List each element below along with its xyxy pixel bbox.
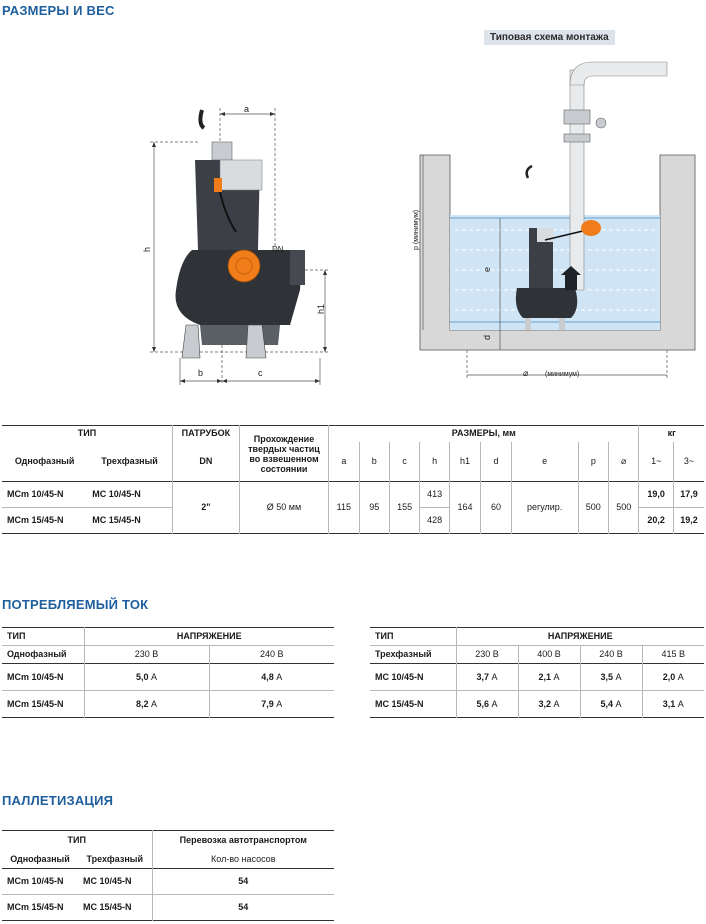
col-header-kg1: 1~ (638, 441, 674, 482)
col-header-single: Однофазный (10, 853, 70, 864)
col-header-tip: ТИП (375, 631, 394, 641)
col-header-three: Трехфазный (101, 455, 158, 466)
install-label-min: (минимум) (545, 371, 579, 378)
col-header-d: d (480, 441, 512, 482)
pump-dimension-drawing: a h DN h1 b c (142, 104, 330, 385)
col-header-h1: h1 (448, 441, 481, 482)
dimensions-section-title: РАЗМЕРЫ И ВЕС (2, 3, 115, 18)
install-label-p-min: p (минимум) (413, 210, 420, 250)
dimensions-table: ТИП ПАТРУБОК Прохождение твердых частиц … (2, 425, 704, 534)
table-row: MC 10/45-N 3,7 А 2,1 А 3,5 А 2,0 А (370, 663, 704, 691)
dim-label-dn: DN (272, 245, 284, 254)
dim-label-h1: h1 (316, 304, 326, 314)
col-header-e: e (510, 441, 579, 482)
col-header-count: Кол-во насосов (151, 850, 334, 869)
table-row: MCm 15/45-N MC 15/45-N 54 (2, 894, 334, 921)
col-header-transport: Перевозка автотранспортом (151, 830, 334, 851)
dim-label-b: b (198, 368, 203, 378)
col-header-tip: ТИП (67, 835, 86, 846)
col-header-h: h (419, 441, 450, 482)
install-label-d: d (482, 335, 492, 340)
install-label-diam: ⌀ (523, 368, 529, 378)
installation-diagram: p (минимум) e d ⌀ (минимум) (413, 61, 696, 380)
col-header-tip: ТИП (77, 428, 97, 439)
col-header-tip: ТИП (7, 631, 26, 641)
col-header-p: p (577, 441, 609, 482)
dim-label-a: a (244, 104, 249, 114)
table-row: MCm 10/45-N 5,0 А 4,8 А (2, 663, 334, 691)
col-header-type: Однофазный (7, 649, 67, 659)
col-header-passage: Прохождение твердых частиц во взвешенном… (238, 425, 329, 482)
col-header-b: b (358, 441, 390, 482)
dim-label-h: h (142, 247, 152, 252)
pallet-section-title: ПАЛЛЕТИЗАЦИЯ (2, 793, 114, 808)
col-header-sizes: РАЗМЕРЫ, мм (328, 425, 639, 442)
col-header-dn: DN (171, 441, 240, 482)
current-section-title: ПОТРЕБЛЯЕМЫЙ ТОК (2, 597, 149, 612)
table-row: MCm 10/45-N MC 10/45-N 54 (2, 868, 334, 895)
col-header-single: Однофазный (14, 455, 75, 466)
col-header-outlet: ПАТРУБОК (171, 425, 240, 442)
col-header-kg: кг (638, 425, 704, 442)
current-three-phase-table: ТИП НАПРЯЖЕНИЕ Трехфазный 230 В 400 В 24… (370, 627, 704, 718)
col-header-c: c (388, 441, 420, 482)
col-header-diam: ⌀ (608, 441, 639, 482)
pallet-table: ТИП Перевозка автотранспортом Однофазный… (2, 830, 334, 921)
col-header-three: Трехфазный (86, 853, 144, 864)
install-label-e: e (482, 267, 492, 272)
col-header-a: a (328, 441, 360, 482)
table-row: MCm 10/45-N MC 10/45-N 2" Ø 50 мм 115 95… (2, 481, 704, 534)
dim-label-c: c (258, 368, 263, 378)
col-header-voltage: НАПРЯЖЕНИЕ (455, 627, 704, 646)
current-single-phase-table: ТИП НАПРЯЖЕНИЕ Однофазный 230 В 240 В MC… (2, 627, 334, 718)
col-header-voltage: НАПРЯЖЕНИЕ (83, 627, 334, 646)
table-row: MC 15/45-N 5,6 А 3,2 А 5,4 А 3,1 А (370, 690, 704, 718)
col-header-type: Трехфазный (375, 649, 432, 659)
col-header-kg3: 3~ (672, 441, 704, 482)
table-row: MCm 15/45-N 8,2 А 7,9 А (2, 690, 334, 718)
installation-diagram-label: Типовая схема монтажа (484, 30, 615, 45)
